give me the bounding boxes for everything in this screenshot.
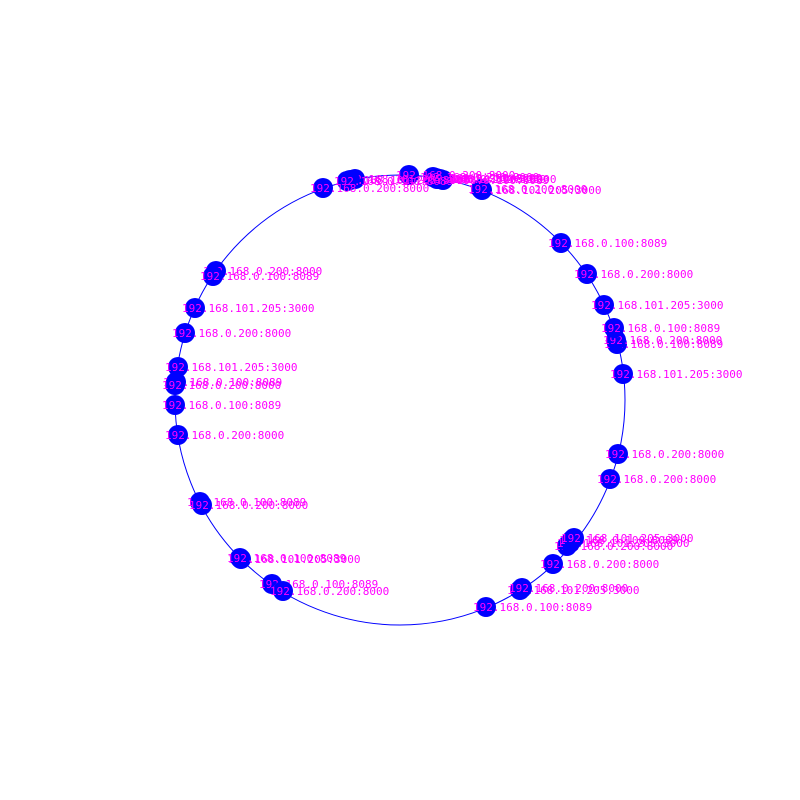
node-label: 192.168.0.200:8000 [189, 499, 308, 512]
node-label: 192.168.0.100:8089 [430, 174, 549, 187]
node-label: 192.168.0.200:8000 [172, 327, 291, 340]
node-dot [165, 375, 185, 395]
node-dot [577, 264, 597, 284]
node-label: 192.168.101.205:3000 [424, 173, 556, 186]
node-dot [337, 171, 357, 191]
ring-node: 192.168.0.200:8000 [165, 425, 284, 445]
node-dot [165, 395, 185, 415]
ring-node: 192.168.0.200:8000 [540, 554, 659, 574]
node-label: 192.168.0.100:8089 [604, 338, 723, 351]
nodes-layer: 192.168.0.100:8089192.168.101.205:300019… [162, 165, 742, 617]
node-dot [185, 298, 205, 318]
node-dot [423, 167, 443, 187]
node-label: 192.168.101.205:3000 [342, 173, 474, 186]
node-label: 192.168.0.200:8000 [162, 379, 281, 392]
ring-node: 192.168.0.200:8000 [468, 179, 587, 199]
node-label: 192.168.0.200:8000 [396, 169, 515, 182]
node-dot [230, 548, 250, 568]
node-label: 192.168.0.200:8000 [540, 558, 659, 571]
ring-node: 192.168.0.100:8089 [601, 318, 720, 338]
node-dot [512, 578, 532, 598]
node-label: 192.168.101.205:3000 [469, 184, 601, 197]
ring-node: 192.168.0.100:8089 [200, 266, 319, 286]
node-label: 192.168.0.100:8089 [559, 534, 678, 547]
node-label: 192.168.0.100:8089 [601, 322, 720, 335]
ring-node: 192.168.0.200:8000 [574, 264, 693, 284]
node-label: 192.168.101.205:3000 [610, 368, 742, 381]
node-label: 192.168.101.205:3000 [182, 302, 314, 315]
node-label: 192.168.101.205:3000 [337, 174, 469, 187]
ring-node: 192.168.0.100:8089 [162, 395, 281, 415]
node-label: 192.168.101.205:3000 [165, 361, 297, 374]
node-dot [471, 179, 491, 199]
ring-node: 192.168.0.200:8000 [162, 375, 281, 395]
node-label: 192.168.101.205:3000 [557, 537, 689, 550]
node-label: 192.168.101.205:3000 [591, 299, 723, 312]
node-label: 192.168.0.100:8089 [163, 376, 282, 389]
node-dot [273, 581, 293, 601]
ring-node: 192.168.0.200:8000 [396, 165, 515, 185]
ring-node: 192.168.0.200:8000 [270, 581, 389, 601]
ring-node: 192.168.101.205:3000 [610, 364, 742, 384]
ring-node: 192.168.0.100:8089 [334, 171, 453, 191]
ring-node: 192.168.101.205:3000 [165, 357, 297, 377]
node-dot [600, 469, 620, 489]
node-dot [192, 495, 212, 515]
ring-node: 192.168.0.200:8000 [605, 444, 724, 464]
node-label: 192.168.0.200:8000 [509, 582, 628, 595]
node-label: 192.168.0.200:8000 [597, 473, 716, 486]
ring-node: 192.168.101.205:3000 [591, 295, 723, 315]
node-label: 192.168.0.200:8000 [423, 172, 542, 185]
ring-node: 192.168.0.200:8000 [509, 578, 628, 598]
node-label: 192.168.0.200:8000 [574, 268, 693, 281]
node-label: 192.168.0.200:8000 [270, 585, 389, 598]
node-label: 192.168.0.100:8089 [334, 175, 453, 188]
node-dot [399, 165, 419, 185]
node-label: 192.168.0.200:8000 [554, 540, 673, 553]
ring-node: 192.168.0.200:8000 [310, 178, 429, 198]
node-label: 192.168.0.100:8089 [187, 496, 306, 509]
ring-node: 192.168.0.100:8089 [227, 548, 346, 568]
node-label: 192.168.0.200:8000 [605, 448, 724, 461]
node-dot [564, 528, 584, 548]
node-dot [175, 323, 195, 343]
node-dot [168, 357, 188, 377]
node-label: 192.168.0.200:8000 [468, 183, 587, 196]
node-label: 192.168.0.100:8089 [200, 270, 319, 283]
node-label: 192.168.0.200:8000 [603, 334, 722, 347]
node-dot [203, 266, 223, 286]
ring-node: 192.168.0.200:8000 [189, 495, 308, 515]
node-dot [594, 295, 614, 315]
node-label: 192.168.0.100:8089 [227, 552, 346, 565]
ring-node: 192.168.0.100:8089 [473, 597, 592, 617]
node-label: 192.168.0.200:8000 [203, 265, 322, 278]
node-label: 192.168.0.100:8089 [162, 399, 281, 412]
node-dot [604, 318, 624, 338]
ring-node: 192.168.101.205:3000 [182, 298, 314, 318]
node-dot [543, 554, 563, 574]
node-label: 192.168.0.200:8000 [165, 429, 284, 442]
node-dot [313, 178, 333, 198]
node-dot [476, 597, 496, 617]
ring-node: 192.168.0.200:8000 [420, 167, 539, 187]
ring-node: 192.168.0.100:8089 [548, 233, 667, 253]
node-label: 192.168.0.100:8089 [473, 601, 592, 614]
ring-node: 192.168.101.205:3000 [561, 528, 693, 548]
node-dot [608, 444, 628, 464]
node-dot [168, 425, 188, 445]
node-label: 192.168.101.205:3000 [561, 532, 693, 545]
node-dot [613, 364, 633, 384]
node-label: 192.168.0.100:8089 [548, 237, 667, 250]
ring-node: 192.168.0.200:8000 [597, 469, 716, 489]
node-label: 192.168.101.205:3000 [228, 553, 360, 566]
ring-node: 192.168.0.200:8000 [172, 323, 291, 343]
node-label: 192.168.0.200:8000 [310, 182, 429, 195]
node-label: 192.168.101.205:3000 [507, 584, 639, 597]
node-label: 192.168.0.100:8089 [427, 173, 546, 186]
node-label: 192.168.0.200:8000 [420, 171, 539, 184]
node-dot [551, 233, 571, 253]
